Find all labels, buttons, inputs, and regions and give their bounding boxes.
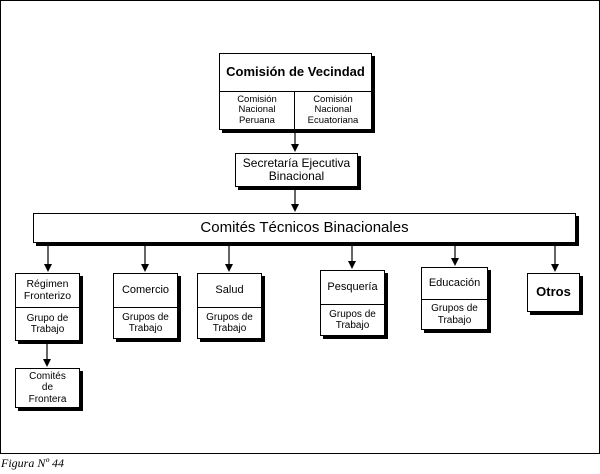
area-pesqueria-box: Pesquería Grupos de Trabajo	[320, 270, 385, 336]
area-educacion-box: Educación Grupos de Trabajo	[421, 267, 488, 330]
commission-title: Comisión de Vecindad	[220, 54, 371, 92]
area-salud-box: Salud Grupos de Trabajo	[197, 273, 262, 339]
area-comercio-box: Comercio Grupos de Trabajo	[113, 273, 178, 339]
area-otros-label: Otros	[536, 284, 571, 300]
committees-bar: Comités Técnicos Binacionales	[33, 213, 576, 243]
frontera-box: Comités de Frontera	[15, 368, 80, 408]
area-educacion-title: Educación	[422, 268, 487, 300]
commission-box: Comisión de Vecindad Comisión Nacional P…	[219, 53, 372, 130]
frontera-label: Comités de Frontera	[28, 371, 67, 405]
area-regimen-title: Régimen Fronterizo	[16, 274, 79, 308]
area-educacion-sub: Grupos de Trabajo	[431, 303, 478, 326]
commission-peru: Comisión Nacional Peruana	[220, 92, 295, 129]
area-pesqueria-title: Pesquería	[321, 271, 384, 305]
area-comercio-sub: Grupos de Trabajo	[122, 311, 169, 334]
figure-caption: Figura Nº 44	[1, 456, 65, 470]
secretariat-label: Secretaría Ejecutiva Binacional	[242, 155, 351, 183]
area-regimen-box: Régimen Fronterizo Grupo de Trabajo	[15, 273, 80, 341]
area-salud-sub: Grupos de Trabajo	[206, 311, 253, 334]
area-salud-title: Salud	[198, 274, 261, 308]
secretariat-box: Secretaría Ejecutiva Binacional	[235, 153, 358, 187]
committees-label: Comités Técnicos Binacionales	[200, 218, 409, 236]
area-pesqueria-sub: Grupos de Trabajo	[329, 308, 376, 331]
commission-ecuador: Comisión Nacional Ecuatoriana	[307, 93, 359, 126]
area-comercio-title: Comercio	[114, 274, 177, 308]
area-regimen-sub: Grupo de Trabajo	[26, 312, 69, 335]
area-otros-box: Otros	[527, 273, 580, 312]
